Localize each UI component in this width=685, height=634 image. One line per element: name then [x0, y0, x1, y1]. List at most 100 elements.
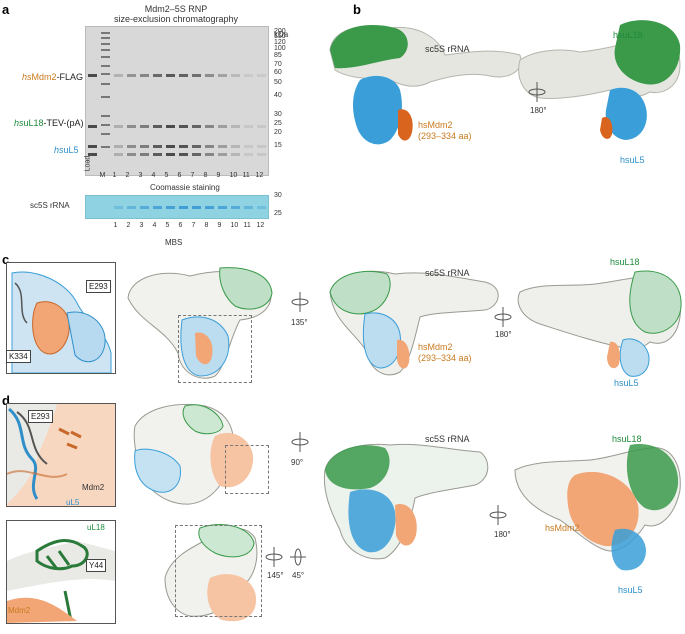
gel-band [244, 74, 253, 77]
bottom-lane-label: 9 [217, 222, 222, 229]
gel-title-line1: Mdm2–5S RNP [144, 4, 208, 14]
gel-band [257, 125, 266, 128]
panel-c-ul18-label: hsuL18 [610, 257, 640, 267]
gel-band [140, 145, 149, 148]
gel-band [179, 145, 188, 148]
panel-d-zoom-region-top [225, 445, 269, 494]
lane-label: 8 [203, 172, 208, 179]
panel-c-k334-tag: K334 [6, 350, 31, 363]
ladder-tick-label: 15 [274, 142, 282, 149]
lane-label: 5 [164, 172, 169, 179]
gel-band [218, 125, 227, 128]
ladder-band [101, 133, 110, 135]
mdm2-suffix: -FLAG [56, 72, 84, 82]
lane-label: 4 [151, 172, 156, 179]
panel-d-e293-tag: E293 [28, 410, 53, 423]
panel-letter-d: d [2, 393, 10, 408]
rna-band [179, 206, 188, 209]
panel-d-structure-bottom [164, 524, 258, 622]
gel-title-line2: size-exclusion chromatography [113, 14, 239, 24]
mdm2-prefix: hs [22, 72, 32, 82]
lane-label: 1 [112, 172, 117, 179]
rna-band [140, 206, 149, 209]
panel-d-rotation-icon-2 [265, 547, 306, 567]
panel-c-e293-tag: E293 [86, 280, 111, 293]
panel-d-ul5-label: uL5 [66, 498, 80, 507]
ul18-prefix: hs [14, 118, 24, 128]
panel-b-rrna-label: sc5S rRNA [425, 44, 470, 54]
protein-gel [85, 26, 269, 176]
coomassie-label: Coomassie staining [150, 183, 220, 192]
ladder-band [101, 73, 110, 75]
bottom-lane-label: 4 [152, 222, 157, 229]
panel-letter-c: c [2, 252, 10, 267]
bottom-lane-label: 6 [178, 222, 183, 229]
gel-bands [88, 32, 266, 156]
panel-d-rotation-1: 90° [291, 458, 304, 467]
panel-d-ul18-label: uL18 [87, 523, 105, 532]
ul18-band-label: hsuL18-TEV-(pA) [14, 118, 84, 128]
panel-b-density-maps [329, 20, 681, 145]
rna-tick-25: 25 [274, 210, 282, 217]
gel-band [205, 145, 214, 148]
gel-band [140, 153, 149, 156]
gel-band [114, 125, 123, 128]
gel-band [166, 153, 175, 156]
rrna-gel-label: sc5S rRNA [30, 201, 70, 210]
gel-band [140, 74, 149, 77]
ladder-tick-label: 50 [274, 79, 282, 86]
panel-d-ul5-label-right: hsuL5 [618, 585, 643, 595]
panel-d-mdm2-label: Mdm2 [82, 483, 105, 492]
panel-d-mdm2-label-2: Mdm2 [8, 606, 31, 615]
rna-band [127, 206, 136, 209]
ladder-tick-label: 200 [274, 28, 286, 35]
ul18-suffix: -TEV-(pA) [43, 118, 84, 128]
panel-d-zoom-region-bottom [175, 525, 262, 617]
gel-band [88, 74, 97, 77]
ladder-band [101, 65, 110, 67]
rna-band [114, 206, 123, 209]
panel-d-rotation-icon-1 [291, 432, 309, 452]
lane-label: 3 [138, 172, 143, 179]
gel-band [166, 145, 175, 148]
panel-d-rotation-2: 145° [267, 571, 284, 580]
panel-c-right-structures [329, 270, 682, 377]
rna-band [153, 206, 162, 209]
bottom-lane-label: 2 [126, 222, 131, 229]
rna-band [244, 206, 253, 209]
panel-d-mdm2-label-right: hsMdm2 [545, 523, 580, 533]
ladder-tick-label: 25 [274, 120, 282, 127]
panel-d-ul18-label-right: hsuL18 [612, 434, 642, 444]
ladder-tick-label: 70 [274, 61, 282, 68]
rna-band [257, 206, 266, 209]
gel-band [88, 153, 97, 156]
rna-band [205, 206, 214, 209]
gel-band [218, 153, 227, 156]
gel-band [244, 153, 253, 156]
bottom-lane-label: 12 [256, 222, 265, 229]
mdm2-name: Mdm2 [31, 72, 57, 82]
gel-band [192, 153, 201, 156]
panel-d-structure-top [133, 403, 254, 505]
gel-band [231, 74, 240, 77]
ladder-band [101, 49, 110, 51]
rna-tick-30: 30 [274, 192, 282, 199]
panel-c-mdm2-label: hsMdm2 [418, 342, 453, 352]
rna-band [166, 206, 175, 209]
ladder-tick-label: 100 [274, 45, 286, 52]
bottom-lane-label: 7 [191, 222, 196, 229]
panel-b-ul5-label: hsuL5 [620, 155, 645, 165]
rna-band [231, 206, 240, 209]
panel-b-mdm2-range: (293–334 aa) [418, 131, 472, 141]
ladder-tick-label: 30 [274, 111, 282, 118]
panel-d-zoom-box-top [6, 403, 116, 507]
gel-band [140, 125, 149, 128]
panel-c-rrna-label: sc5S rRNA [425, 268, 470, 278]
gel-band [231, 125, 240, 128]
ladder-band [101, 96, 110, 98]
ul5-band-label: hsuL5 [54, 145, 79, 155]
gel-band [257, 145, 266, 148]
ul18-name: uL18 [23, 118, 44, 128]
bottom-lane-label: 3 [139, 222, 144, 229]
panel-b-ul18-label: hsuL18 [613, 30, 643, 40]
